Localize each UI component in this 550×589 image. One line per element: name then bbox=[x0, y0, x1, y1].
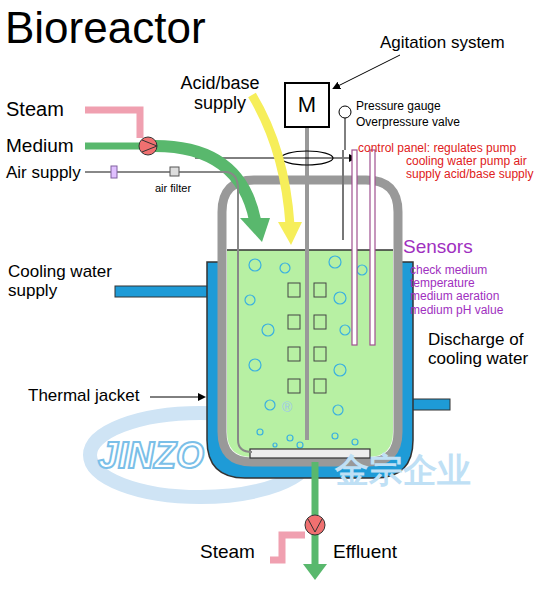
shaft bbox=[305, 128, 309, 440]
note: control panel: regulates pump cooling wa… bbox=[358, 142, 536, 182]
callout-label: Acid/base supply bbox=[170, 74, 270, 114]
bubble bbox=[329, 256, 341, 268]
motor-box: M bbox=[284, 82, 330, 128]
bubble bbox=[297, 442, 303, 448]
cooling-outlet-pipe bbox=[410, 399, 450, 410]
callout-label: Discharge of cooling water bbox=[428, 331, 546, 368]
bubble bbox=[357, 265, 367, 275]
callout-label: Agitation system bbox=[380, 34, 505, 53]
air-filter bbox=[170, 167, 179, 176]
bubble bbox=[352, 439, 358, 445]
bubble bbox=[287, 435, 293, 441]
bubble bbox=[245, 295, 255, 305]
pump bbox=[305, 515, 325, 535]
callout-label: Thermal jacket bbox=[28, 387, 139, 406]
sensor-probe bbox=[370, 150, 375, 345]
bubble bbox=[333, 405, 343, 415]
impeller-blade bbox=[314, 347, 326, 361]
callout-label: Overpressure valve bbox=[356, 116, 460, 129]
impeller-blade bbox=[314, 315, 326, 329]
bubble bbox=[257, 429, 263, 435]
bubble bbox=[280, 263, 290, 273]
output-label: Steam bbox=[200, 542, 255, 563]
bubble bbox=[262, 324, 274, 336]
output-label: Effluent bbox=[333, 542, 397, 563]
bubble bbox=[273, 443, 277, 447]
input-label: Air supply bbox=[6, 164, 81, 183]
impeller-blade bbox=[314, 283, 326, 297]
bubble bbox=[265, 400, 275, 410]
impeller-blade bbox=[288, 283, 300, 297]
motor-label: M bbox=[298, 92, 316, 118]
callout-label: Cooling water supply bbox=[8, 263, 118, 300]
bubble bbox=[340, 325, 350, 335]
air-valve bbox=[111, 166, 117, 178]
effluent-pipe bbox=[312, 462, 319, 515]
bubble bbox=[249, 259, 261, 271]
input-label: Steam bbox=[6, 98, 64, 120]
cooling-inlet-pipe bbox=[115, 286, 211, 297]
pressure-gauge bbox=[339, 106, 351, 118]
impeller-blade bbox=[314, 379, 326, 393]
impellers bbox=[288, 283, 326, 393]
title: Bioreactor bbox=[5, 4, 206, 52]
steam-pipe bbox=[85, 110, 140, 138]
impeller-blade bbox=[288, 347, 300, 361]
bubble bbox=[334, 292, 346, 304]
bubble bbox=[249, 359, 261, 371]
heading-label: Sensors bbox=[403, 237, 473, 258]
medium-liquid bbox=[227, 250, 393, 457]
steam-pipe bbox=[270, 535, 305, 560]
note: check medium temperature medium aeration… bbox=[410, 264, 514, 317]
watermark: ® bbox=[282, 400, 292, 415]
medium-pipe bbox=[155, 146, 255, 220]
impeller-blade bbox=[288, 379, 300, 393]
watermark: JINZO bbox=[98, 436, 204, 476]
impeller-blade bbox=[288, 315, 300, 329]
air-pipe bbox=[85, 172, 252, 452]
medium-pipe bbox=[85, 143, 140, 150]
watermark: 金宗企业 bbox=[335, 452, 471, 489]
bubble bbox=[334, 364, 346, 376]
sensor-probe bbox=[352, 150, 357, 345]
small-label: air filter bbox=[155, 182, 191, 194]
input-label: Medium bbox=[6, 136, 74, 157]
callout-label: Pressure gauge bbox=[356, 100, 441, 113]
pump bbox=[139, 137, 157, 155]
bubble bbox=[332, 433, 338, 439]
